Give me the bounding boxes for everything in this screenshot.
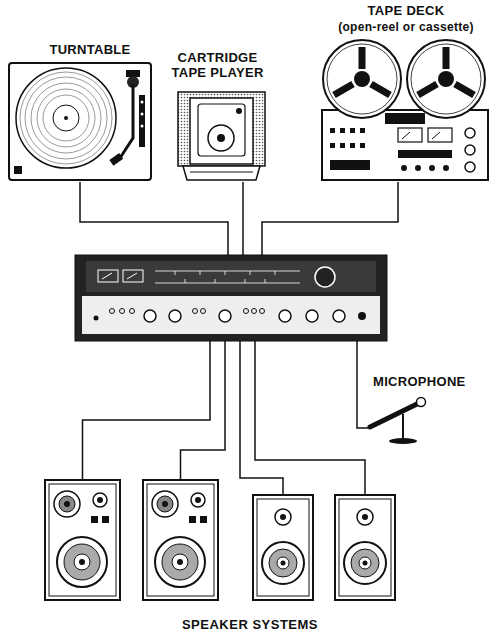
device-box: CARTRIDGE TAPE PLAYER <box>165 50 270 182</box>
device-label: MICROPHONE <box>373 374 495 389</box>
device-sublabel: (open-reel or cassette) <box>315 20 497 35</box>
group-label: SPEAKER SYSTEMS <box>130 617 370 632</box>
signal-wire <box>80 182 228 255</box>
signal-wire <box>240 341 283 495</box>
speaker-drawing <box>253 495 313 600</box>
speaker-drawing <box>335 495 395 600</box>
device-box: MICROPHONE <box>345 372 497 446</box>
speaker-box <box>335 495 395 600</box>
device-label: CARTRIDGE TAPE PLAYER <box>165 50 270 80</box>
cartridge-player-drawing <box>178 92 265 180</box>
signal-wire <box>83 341 211 480</box>
speaker-box <box>143 480 218 600</box>
signal-wire <box>242 182 244 255</box>
device-label: TAPE DECK <box>315 3 497 18</box>
signal-wire <box>356 341 358 372</box>
receiver-box <box>75 255 387 341</box>
signal-wire <box>181 341 226 480</box>
signal-wire <box>255 341 365 495</box>
speaker-box <box>253 495 313 600</box>
speaker-drawing <box>143 480 218 600</box>
speaker-box <box>45 480 120 600</box>
device-box: TURNTABLE <box>8 42 153 182</box>
turntable-drawing <box>9 63 151 180</box>
device-label: TURNTABLE <box>30 42 150 57</box>
tape-deck-drawing <box>322 40 488 180</box>
signal-wire <box>262 182 398 255</box>
device-box: TAPE DECK (open-reel or cassette) <box>315 0 497 182</box>
receiver-drawing <box>75 255 387 341</box>
speaker-drawing <box>45 480 120 600</box>
